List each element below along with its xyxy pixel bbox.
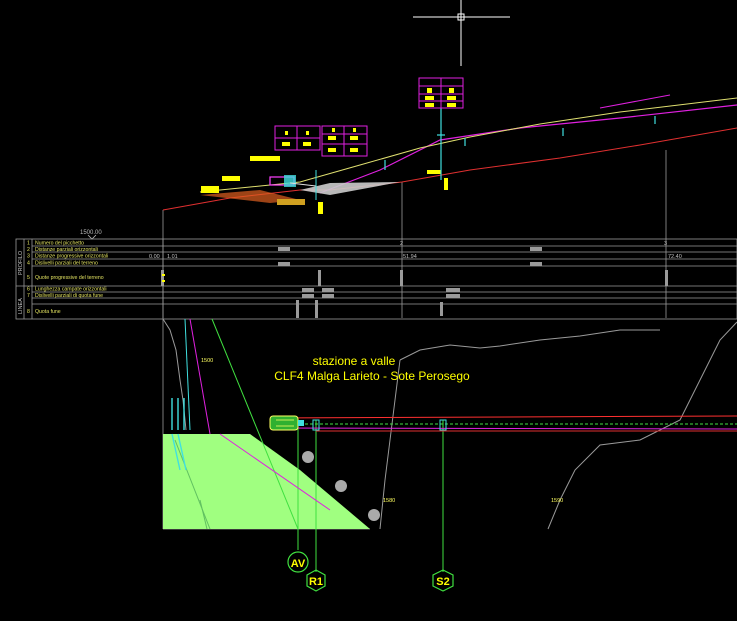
- marker-s2[interactable]: S2: [432, 569, 454, 592]
- profile-data-table: [15, 238, 737, 320]
- side-label-profile: PROFILO: [18, 250, 24, 275]
- svg-text:2: 2: [27, 247, 30, 253]
- plan-subtitle: CLF4 Malga Larieto - Sote Perosego: [274, 369, 470, 383]
- plan-view: 1500 1580 1590 stazione a valle CLF4 Mal…: [162, 318, 737, 592]
- svg-text:8: 8: [27, 309, 30, 315]
- progressive-value: 72.40: [668, 254, 682, 260]
- marker-r1[interactable]: R1: [306, 569, 326, 592]
- scale-label: 1500.00: [80, 230, 102, 236]
- progressive-value: 1.01: [167, 254, 178, 260]
- svg-text:5: 5: [27, 275, 30, 281]
- contour-label: 1500: [201, 358, 213, 364]
- contour-label: 1590: [551, 498, 563, 504]
- svg-text:Quota fune: Quota fune: [35, 309, 61, 315]
- crosshair-cursor-icon: [413, 0, 510, 66]
- table-row-labels: 1 Numero del picchetto 2 Distanze parziali…: [27, 241, 108, 316]
- svg-text:Distanze parziali orizzontali: Distanze parziali orizzontali: [35, 247, 98, 253]
- plan-title: stazione a valle: [313, 354, 396, 368]
- svg-text:R1: R1: [309, 576, 323, 588]
- rope-lines-plan: [269, 415, 737, 432]
- svg-text:Numero del picchetto: Numero del picchetto: [35, 241, 84, 247]
- side-label-line: LINEA: [18, 298, 24, 314]
- marker-av[interactable]: AV: [287, 551, 309, 573]
- rope-line-magenta: [319, 104, 737, 194]
- longitudinal-profile: [162, 77, 737, 318]
- svg-text:Lunghezza campate orizzontali: Lunghezza campate orizzontali: [35, 287, 107, 293]
- stake-number: 2: [400, 241, 403, 247]
- tower-data-box-1: [274, 125, 368, 157]
- scale-marker: 1500.00: [80, 230, 102, 240]
- svg-text:Quote progressive del terreno: Quote progressive del terreno: [35, 275, 104, 281]
- svg-text:6: 6: [27, 287, 30, 293]
- progressive-value: 0.00: [149, 254, 160, 260]
- valley-station-symbol: [269, 170, 317, 200]
- svg-text:Distanze progressive orizzonta: Distanze progressive orizzontali: [35, 254, 108, 260]
- stake-number: 3: [664, 241, 667, 247]
- svg-text:AV: AV: [291, 558, 306, 570]
- station-area: [163, 434, 370, 529]
- svg-text:4: 4: [27, 261, 30, 267]
- svg-text:Dislivelli parziali di quota f: Dislivelli parziali di quota fune: [35, 293, 103, 299]
- tower-data-box-2: [418, 77, 464, 109]
- progressive-value: 51.94: [403, 254, 417, 260]
- station-wedge: [300, 182, 400, 195]
- svg-text:3: 3: [27, 254, 30, 260]
- foundation-circles: [302, 451, 380, 521]
- svg-text:1: 1: [27, 241, 30, 247]
- svg-text:7: 7: [27, 293, 30, 299]
- svg-text:Dislivelli parziali del terren: Dislivelli parziali del terreno: [35, 261, 98, 267]
- svg-text:S2: S2: [436, 576, 449, 588]
- contour-label: 1580: [383, 498, 395, 504]
- station-building: [269, 415, 447, 431]
- terrain-line-yellow: [199, 97, 737, 193]
- table-cell-blocks: [161, 247, 668, 318]
